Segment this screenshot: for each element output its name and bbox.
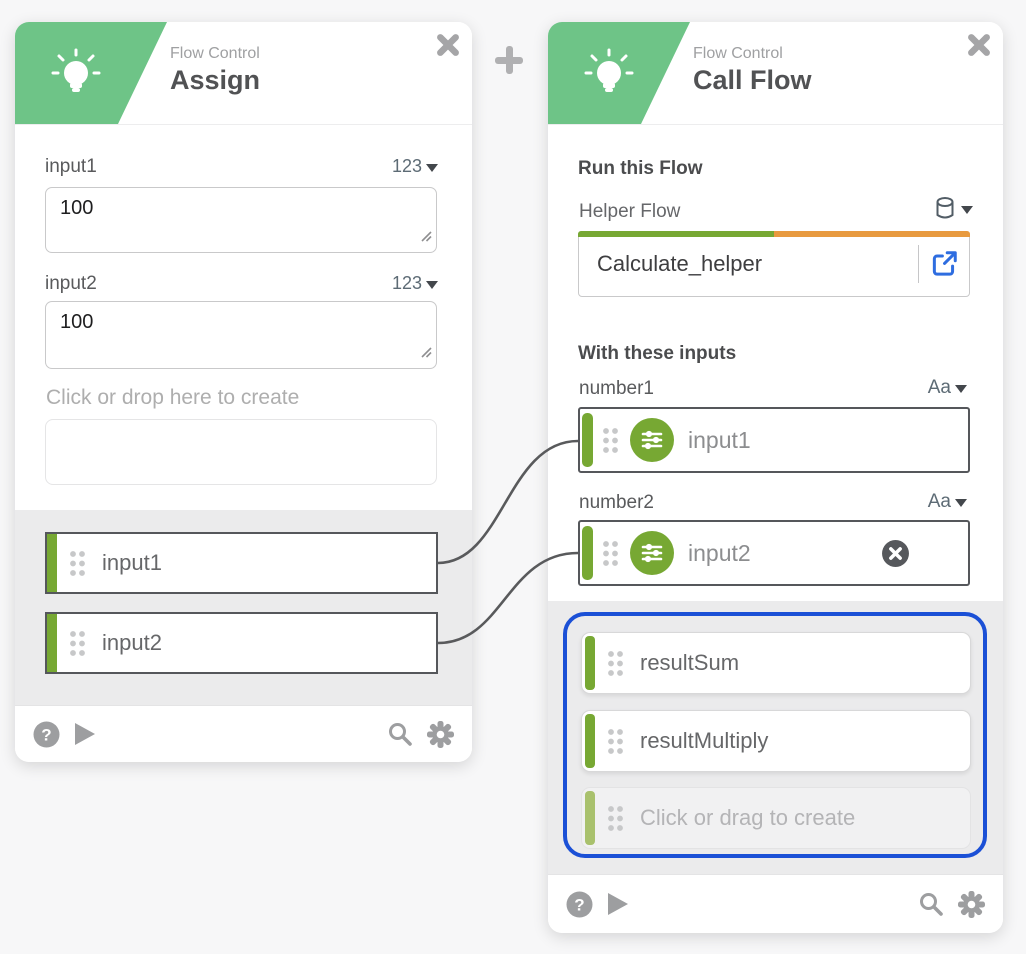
flow-field-label: Helper Flow <box>579 201 681 222</box>
type-selector[interactable]: Aa <box>928 377 967 399</box>
create-hint-label: Click or drag to create <box>640 805 856 830</box>
outputs-section: input1 input2 <box>15 510 472 706</box>
caret-down-icon <box>426 280 438 289</box>
chip-color-bar <box>585 636 595 690</box>
variable-chip[interactable]: input2 <box>45 612 438 674</box>
close-icon[interactable] <box>966 32 992 58</box>
node-category: Flow Control <box>693 45 783 62</box>
drag-grip-icon <box>608 650 624 676</box>
drop-hint-text: Click or drop here to create <box>46 386 300 409</box>
variable-chip[interactable]: resultSum <box>581 632 971 694</box>
chip-color-bar <box>582 526 593 580</box>
run-icon[interactable] <box>607 892 629 916</box>
type-selector-label: Aa <box>927 377 951 398</box>
chip-label: resultMultiply <box>640 728 769 753</box>
helper-flow-field[interactable]: Calculate_helper <box>578 231 970 297</box>
node-category: Flow Control <box>170 45 260 62</box>
assign-card-header: Flow Control Assign <box>15 22 472 125</box>
variable-chip[interactable]: input1 <box>45 532 438 594</box>
search-icon[interactable] <box>387 721 413 747</box>
sliders-icon <box>630 418 674 462</box>
open-flow-icon[interactable] <box>929 249 959 279</box>
add-node-icon[interactable] <box>495 46 523 74</box>
helper-flow-value: Calculate_helper <box>597 251 763 276</box>
field-label: input1 <box>45 156 97 177</box>
node-title: Call Flow <box>693 65 812 96</box>
chip-label: input2 <box>102 630 162 655</box>
drag-grip-icon <box>70 550 86 576</box>
assign-card-footer: ? <box>15 705 472 762</box>
drag-grip-icon <box>603 427 619 453</box>
input-row-label: number2 <box>579 492 654 513</box>
type-selector[interactable]: 123 <box>392 273 438 294</box>
drag-grip-icon <box>603 540 619 566</box>
svg-text:?: ? <box>41 725 51 744</box>
plus-bar <box>505 46 513 74</box>
caret-down-icon <box>955 499 967 507</box>
caret-down-icon <box>426 163 438 172</box>
settings-icon[interactable] <box>958 890 985 918</box>
help-icon[interactable]: ? <box>33 721 60 748</box>
call-flow-card-header: Flow Control Call Flow <box>548 22 1003 125</box>
node-title: Assign <box>170 65 261 96</box>
close-icon[interactable] <box>435 32 461 58</box>
remove-icon[interactable] <box>881 539 910 568</box>
call-flow-node-card: Flow Control Call Flow Run this Flow Hel… <box>548 22 1003 933</box>
caret-down-icon <box>961 206 973 214</box>
value-field-wrap: 100 <box>45 301 437 369</box>
input-row-label: number1 <box>579 378 654 399</box>
drag-grip-icon <box>608 805 624 831</box>
chip-color-bar <box>585 791 595 845</box>
type-selector-label: 123 <box>391 156 422 176</box>
help-icon[interactable]: ? <box>566 891 593 918</box>
chip-label: input1 <box>102 550 162 575</box>
mapped-variable-name: input1 <box>688 426 751 453</box>
type-selector[interactable]: Aa <box>928 491 967 513</box>
chip-color-bar <box>47 614 57 672</box>
highlighted-outputs-panel: resultSum resultMultiply Click or drag t… <box>563 612 987 858</box>
call-flow-card-footer: ? <box>548 874 1003 933</box>
lightbulb-icon <box>582 46 636 105</box>
value-field-wrap: 100 <box>45 187 437 253</box>
create-variable-chip[interactable]: Click or drag to create <box>581 787 971 849</box>
type-selector-label: Aa <box>927 491 951 512</box>
field-divider <box>918 245 919 283</box>
flow-type-bar <box>578 231 970 237</box>
variable-chip[interactable]: resultMultiply <box>581 710 971 772</box>
create-field-dropzone[interactable] <box>45 419 437 485</box>
type-selector[interactable]: 123 <box>392 156 438 177</box>
value-textarea[interactable]: 100 <box>45 301 437 369</box>
outputs-section: resultSum resultMultiply Click or drag t… <box>548 601 1003 874</box>
chip-color-bar <box>47 534 57 592</box>
run-flow-heading: Run this Flow <box>578 158 703 179</box>
type-selector-label: 123 <box>391 273 422 293</box>
run-icon[interactable] <box>74 722 96 746</box>
chip-label: resultSum <box>640 650 740 675</box>
caret-down-icon <box>955 385 967 393</box>
field-label: input2 <box>45 273 97 294</box>
mapped-variable-box[interactable]: input1 <box>578 407 970 473</box>
flow-source-selector[interactable] <box>935 196 973 222</box>
value-textarea[interactable]: 100 <box>45 187 437 253</box>
svg-text:?: ? <box>574 895 584 914</box>
sliders-icon <box>630 531 674 575</box>
database-icon <box>936 197 954 219</box>
chip-color-bar <box>582 413 593 467</box>
settings-icon[interactable] <box>427 720 454 748</box>
mapped-variable-box[interactable]: input2 <box>578 520 970 586</box>
inputs-heading: With these inputs <box>578 343 737 364</box>
drag-grip-icon <box>70 630 86 656</box>
drag-grip-icon <box>608 728 624 754</box>
assign-node-card: Flow Control Assign input1 123 100 input… <box>15 22 472 762</box>
lightbulb-icon <box>49 46 103 105</box>
chip-color-bar <box>585 714 595 768</box>
search-icon[interactable] <box>918 891 944 917</box>
mapped-variable-name: input2 <box>688 539 751 566</box>
